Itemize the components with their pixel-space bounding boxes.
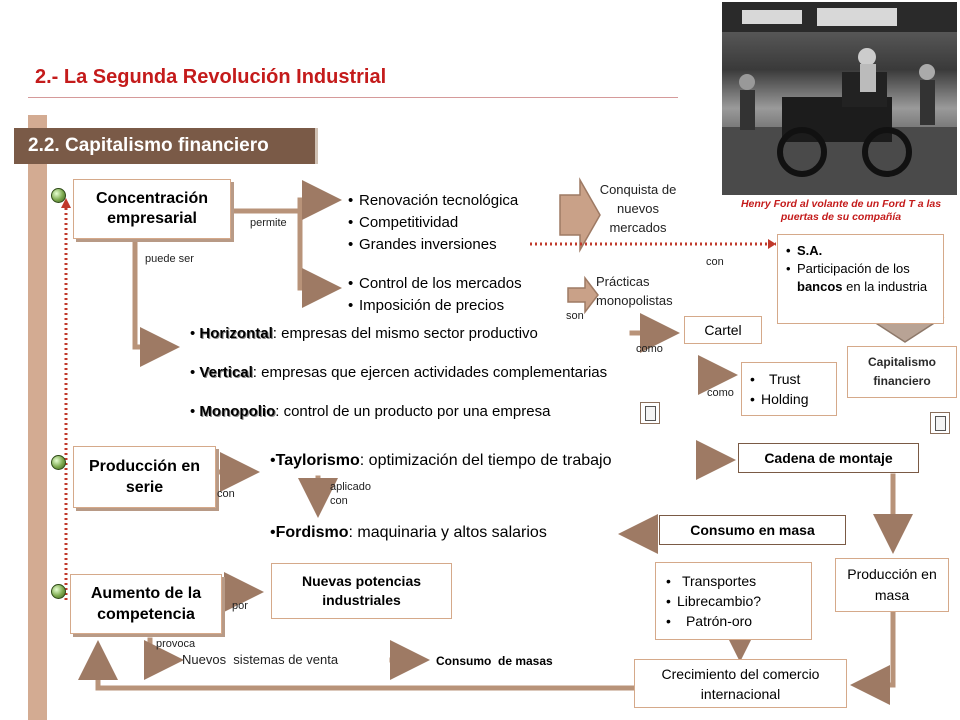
tipo-term: Horizontal	[199, 325, 273, 342]
list-item: Imposición de precios	[348, 295, 522, 317]
label-como: como	[636, 343, 663, 355]
list-item: Renovación tecnológica	[348, 190, 518, 212]
label-provoca: provoca	[156, 638, 196, 650]
node-consumo-masa-text: Consumo en masa	[690, 522, 815, 538]
section-banner: 2.2. Capitalismo financiero	[14, 128, 318, 164]
node-crecimiento: Crecimiento del comercio internacional	[634, 659, 847, 708]
sistema-fordismo: •Fordismo: maquinaria y altos salarios	[270, 524, 547, 541]
ford-car-image	[722, 2, 957, 195]
tipo-desc: : control de un producto por una empresa	[275, 403, 551, 420]
text-conquista: Conquista de nuevos mercados	[599, 182, 677, 235]
node-cartel-text: Cartel	[704, 322, 742, 338]
sistema-desc: : optimización del tiempo de trabajo	[359, 452, 612, 469]
bullet-circle-icon	[51, 584, 66, 599]
list-renovacion: Renovación tecnológica Competitividad Gr…	[348, 190, 518, 256]
sa-text: en la industria	[842, 279, 928, 294]
node-cadena-text: Cadena de montaje	[764, 450, 893, 466]
arrow-practicas	[567, 275, 599, 315]
side-bar	[28, 115, 47, 720]
node-capitalismo-text: Capitalismo financiero	[867, 355, 936, 388]
bullet-circle-icon	[51, 455, 66, 470]
section-title: 2.2. Capitalismo financiero	[28, 135, 269, 156]
document-icon[interactable]	[930, 412, 950, 434]
sistema-desc: : maquinaria y altos salarios	[348, 524, 547, 541]
tipo-desc: : empresas del mismo sector productivo	[272, 325, 538, 342]
list-item: S.A.	[786, 242, 935, 260]
tipo-desc: : empresas que ejercen actividades compl…	[252, 364, 608, 381]
page-title: 2.- La Segunda Revolución Industrial	[35, 66, 387, 88]
node-nuevas-potencias-text: Nuevas potencias industriales	[301, 573, 422, 608]
list-transportes: Transportes Librecambio? Patrón-oro	[666, 571, 761, 631]
sa-bancos: bancos	[797, 279, 843, 294]
list-item: Control de los mercados	[348, 273, 522, 295]
list-sa: S.A. Participación de los bancos en la i…	[786, 242, 935, 296]
node-crecimiento-text: Crecimiento del comercio internacional	[661, 665, 820, 702]
list-item: Participación de los bancos en la indust…	[786, 260, 935, 296]
node-produccion-serie-text: Producción en serie	[88, 458, 201, 496]
node-transportes: Transportes Librecambio? Patrón-oro	[655, 562, 812, 640]
tipo-vertical: • Vertical: empresas que ejercen activid…	[190, 364, 608, 381]
list-item: Grandes inversiones	[348, 234, 518, 256]
list-item: Librecambio?	[666, 591, 761, 611]
label-con: con	[217, 488, 235, 500]
sistema-taylorismo: •Taylorismo: optimización del tiempo de …	[270, 452, 612, 469]
list-item: Competitividad	[348, 212, 518, 234]
photo-caption: Henry Ford al volante de un Ford T a las…	[740, 198, 942, 223]
label-permite: permite	[250, 217, 287, 229]
label-son: son	[566, 310, 584, 322]
bullet-circle-icon	[51, 188, 66, 203]
list-control: Control de los mercados Imposición de pr…	[348, 273, 522, 317]
node-capitalismo: Capitalismo financiero	[847, 346, 957, 398]
text-practicas: Prácticas monopolistas	[596, 274, 673, 308]
tipo-term: Vertical	[199, 364, 253, 381]
node-cadena: Cadena de montaje	[738, 443, 919, 473]
label-puede-ser: puede ser	[145, 253, 194, 265]
label-como: como	[707, 387, 734, 399]
node-sa: S.A. Participación de los bancos en la i…	[777, 234, 944, 324]
tipo-term: Monopolio	[199, 403, 276, 420]
node-nuevas-potencias: Nuevas potencias industriales	[271, 563, 452, 619]
title-underline	[28, 97, 678, 98]
document-icon[interactable]	[640, 402, 660, 424]
sa-text: Participación de los	[797, 261, 910, 276]
node-trust: Trust Holding	[741, 362, 837, 416]
node-produccion-masa-text: Producción en masa	[847, 566, 937, 603]
label-aplicado: aplicado con	[330, 481, 371, 507]
list-item: Patrón-oro	[666, 611, 761, 631]
label-con: con	[706, 256, 724, 268]
tipo-horizontal: • Horizontal: empresas del mismo sector …	[190, 325, 538, 342]
node-cartel: Cartel	[684, 316, 762, 344]
node-consumo-masa: Consumo en masa	[659, 515, 846, 545]
tipo-monopolio: • Monopolio: control de un producto por …	[190, 403, 551, 420]
label-por: por	[232, 600, 248, 612]
list-trust: Trust Holding	[750, 369, 808, 409]
text-consumo-masas: Consumo de masas	[436, 654, 553, 668]
node-produccion-serie: Producción en serie	[73, 446, 216, 508]
connector-puede-ser	[132, 239, 180, 367]
sistema-term: Taylorismo	[275, 452, 360, 469]
sistema-term: Fordismo	[275, 524, 349, 541]
node-concentracion: Concentración empresarial	[73, 179, 231, 239]
node-concentracion-text: Concentración empresarial	[95, 190, 208, 227]
ford-photo	[722, 2, 957, 195]
node-aumento-text: Aumento de la competencia	[90, 585, 202, 623]
node-produccion-masa: Producción en masa	[835, 558, 949, 612]
text-nuevos-sistemas: Nuevos sistemas de venta	[182, 652, 339, 667]
arrow-conquista	[559, 177, 601, 253]
list-item: Holding	[750, 389, 808, 409]
list-item: Transportes	[666, 571, 761, 591]
list-item: Trust	[750, 369, 808, 389]
node-aumento: Aumento de la competencia	[70, 574, 222, 634]
